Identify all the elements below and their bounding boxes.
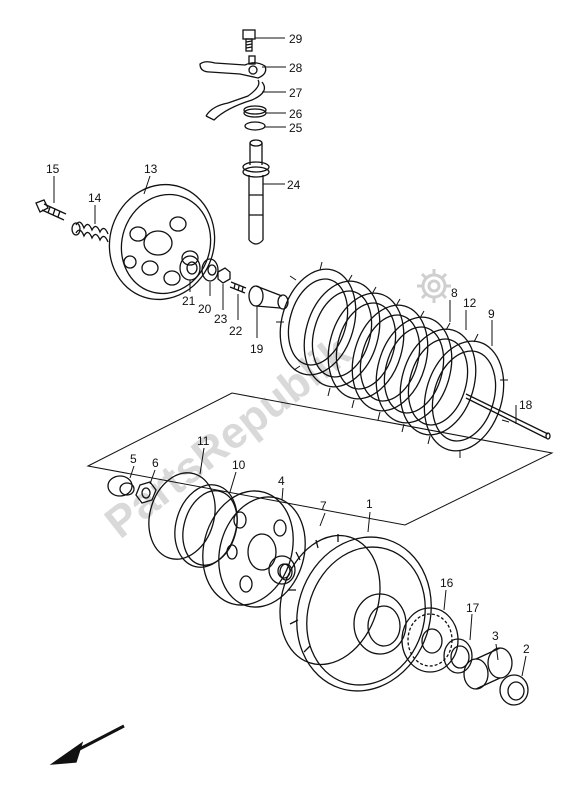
spring-plate-10 — [174, 484, 238, 568]
wire-ring-11 — [148, 472, 216, 560]
watermark-text: PartsRepublik — [96, 327, 360, 548]
push-rod-18 — [465, 393, 551, 440]
bushing-5 — [107, 475, 135, 497]
callout-1: 1 — [366, 497, 373, 511]
callout-8: 8 — [451, 286, 458, 300]
sleeve-hub-4 — [202, 490, 306, 608]
callout-7: 7 — [320, 499, 327, 513]
washer-26 — [243, 105, 267, 115]
nut-23 — [217, 267, 231, 284]
callout-15: 15 — [46, 162, 60, 176]
washer-20 — [201, 258, 219, 282]
leader-lines — [53, 37, 527, 677]
shaft-24 — [242, 139, 270, 245]
clutch-plates — [279, 268, 505, 452]
callout-4: 4 — [278, 474, 285, 488]
callout-13: 13 — [144, 162, 158, 176]
callout-6: 6 — [152, 456, 159, 470]
plate-tabs — [276, 261, 510, 458]
callout-17: 17 — [466, 601, 480, 615]
front-direction-arrow-icon — [49, 724, 125, 765]
callout-22: 22 — [229, 324, 243, 338]
gear-icon — [417, 269, 451, 303]
callout-2: 2 — [523, 642, 530, 656]
callout-3: 3 — [492, 629, 499, 643]
callout-25: 25 — [289, 121, 303, 135]
stud-22 — [229, 281, 247, 294]
callout-26: 26 — [289, 107, 303, 121]
bearing-21 — [179, 255, 201, 281]
callout-labels: 29 28 27 26 25 24 15 14 13 21 20 23 22 1… — [46, 32, 533, 656]
pressure-plate-13 — [108, 183, 216, 301]
lever-28 — [199, 55, 267, 79]
callout-23: 23 — [214, 312, 228, 326]
watermark: PartsRepublik — [96, 269, 451, 548]
clutch-housing-1 — [279, 534, 432, 692]
washer-17 — [443, 638, 473, 674]
callout-20: 20 — [198, 302, 212, 316]
bolt-15 — [35, 199, 67, 221]
assembly-outline — [86, 392, 554, 526]
gear-16 — [401, 607, 459, 673]
callout-9: 9 — [488, 307, 495, 321]
callout-14: 14 — [88, 191, 102, 205]
push-piece-19 — [248, 285, 289, 310]
callout-5: 5 — [130, 452, 137, 466]
lever-27 — [205, 79, 266, 121]
washer-25 — [244, 121, 266, 131]
bolt-29 — [242, 29, 256, 52]
washer-6 — [135, 481, 157, 504]
callout-16: 16 — [440, 576, 454, 590]
callout-12: 12 — [463, 296, 477, 310]
washer-2 — [499, 674, 529, 706]
callout-19: 19 — [250, 342, 264, 356]
callout-28: 28 — [289, 61, 303, 75]
callout-29: 29 — [289, 32, 303, 46]
callout-27: 27 — [289, 86, 303, 100]
callout-21: 21 — [182, 294, 196, 308]
spring-14 — [71, 221, 109, 243]
callout-11: 11 — [197, 434, 210, 448]
callout-10: 10 — [232, 458, 246, 472]
spacer-3 — [463, 647, 513, 690]
callout-24: 24 — [287, 178, 301, 192]
callout-18: 18 — [519, 398, 533, 412]
